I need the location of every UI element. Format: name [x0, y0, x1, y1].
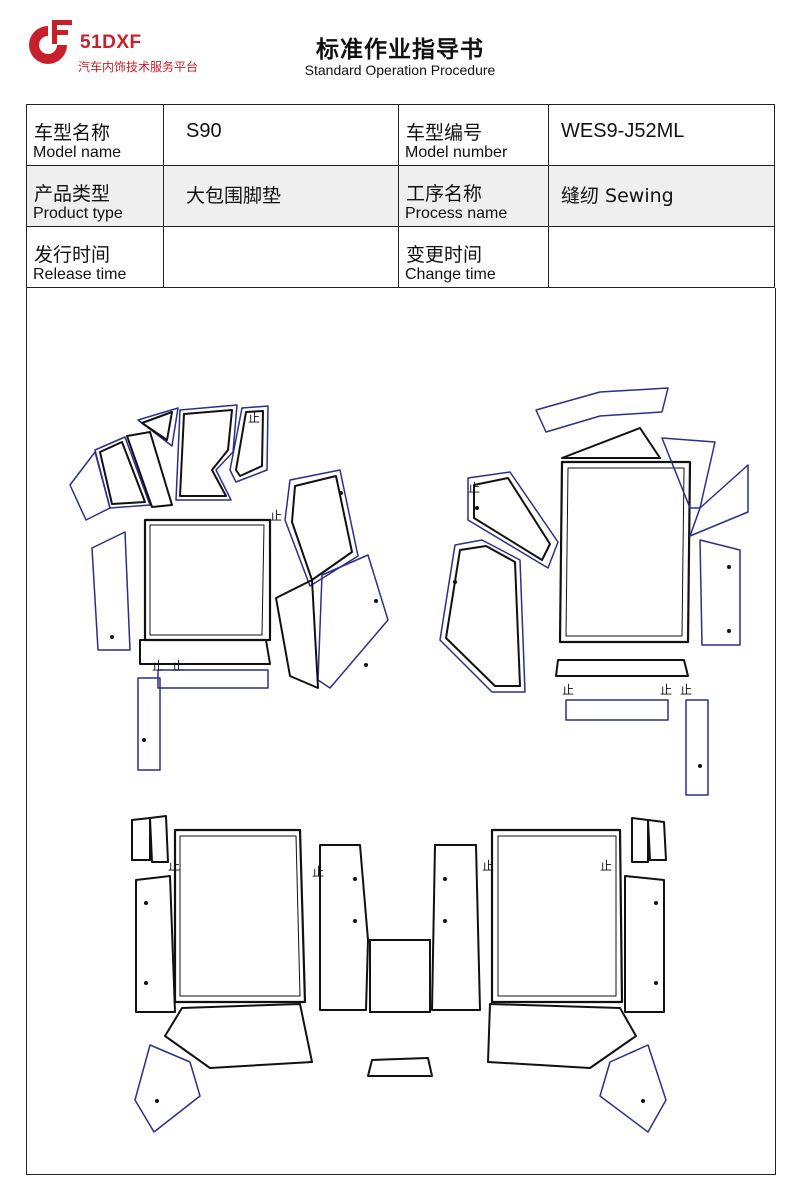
stop-marker: 止: [468, 481, 481, 495]
info-row-time: 发行时间 Release time 变更时间 Change time: [26, 226, 775, 288]
stop-marker: 止: [680, 683, 693, 697]
release-time-value-cell: [163, 226, 399, 288]
process-name-label-cell: 工序名称 Process name: [398, 165, 549, 227]
brand-name: 51DXF: [80, 32, 142, 53]
logo-mark-icon: [29, 20, 72, 64]
product-type-value-cell: 大包围脚垫: [163, 165, 399, 227]
model-name-value-cell: S90: [163, 104, 399, 166]
stop-marker: 止: [312, 865, 325, 879]
release-time-label: 发行时间: [34, 244, 111, 266]
stop-marker: 止: [248, 411, 261, 425]
info-table: 车型名称 Model name S90 车型编号 Model number WE…: [26, 104, 775, 288]
stop-marker: 止: [270, 509, 283, 523]
stop-marker: 止: [152, 659, 165, 673]
stop-marker: 止: [660, 683, 673, 697]
model-number-value: WES9-J52ML: [561, 120, 685, 142]
model-number-value-cell: WES9-J52ML: [548, 104, 775, 166]
model-name-value: S90: [186, 120, 222, 142]
process-name-value: 缝纫 Sewing: [561, 185, 674, 207]
model-number-label-cell: 车型编号 Model number: [398, 104, 549, 166]
stop-marker: 止: [600, 859, 613, 873]
model-number-label-en: Model number: [405, 144, 508, 161]
brand-logo: 51DXF 汽车内饰技术服务平台: [22, 18, 222, 82]
process-name-value-cell: 缝纫 Sewing: [548, 165, 775, 227]
info-row-model: 车型名称 Model name S90 车型编号 Model number WE…: [26, 104, 775, 166]
model-name-label: 车型名称: [34, 122, 111, 144]
stop-marker: 止: [562, 683, 575, 697]
document-title: 标准作业指导书: [316, 37, 484, 63]
stop-marker: 止: [482, 859, 495, 873]
product-type-label-cell: 产品类型 Product type: [26, 165, 164, 227]
process-name-label-en: Process name: [405, 205, 508, 222]
product-type-value: 大包围脚垫: [186, 185, 282, 207]
brand-tagline: 汽车内饰技术服务平台: [78, 60, 199, 74]
change-time-label: 变更时间: [406, 244, 483, 266]
stop-marker: 止: [168, 859, 181, 873]
pattern-drawing-area: [26, 288, 776, 1175]
change-time-label-cell: 变更时间 Change time: [398, 226, 549, 288]
stop-marker: 止: [172, 659, 185, 673]
change-time-value-cell: [548, 226, 775, 288]
process-name-label: 工序名称: [406, 183, 483, 205]
info-row-product: 产品类型 Product type 大包围脚垫 工序名称 Process nam…: [26, 165, 775, 227]
release-time-label-en: Release time: [33, 266, 127, 283]
release-time-label-cell: 发行时间 Release time: [26, 226, 164, 288]
model-number-label: 车型编号: [406, 122, 483, 144]
change-time-label-en: Change time: [405, 266, 496, 283]
product-type-label: 产品类型: [34, 183, 111, 205]
model-name-label-en: Model name: [33, 144, 122, 161]
document-subtitle: Standard Operation Procedure: [304, 62, 496, 78]
model-name-label-cell: 车型名称 Model name: [26, 104, 164, 166]
product-type-label-en: Product type: [33, 205, 123, 222]
